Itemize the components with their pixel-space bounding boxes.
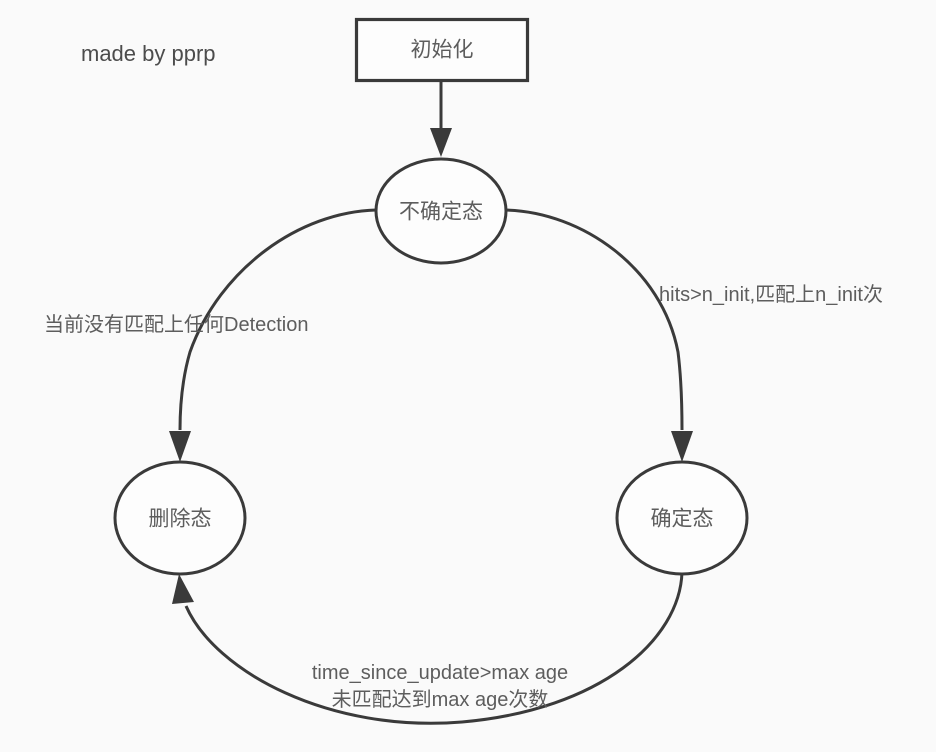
watermark-text: made by pprp [81,41,216,66]
arrowhead-confirmed-to-deleted [172,574,194,604]
edge-label-confirmed-to-deleted-line2: 未匹配达到max age次数 [332,688,549,711]
arrowhead-tentative-to-deleted [169,431,191,462]
edge-tentative-to-confirmed-path [505,208,684,431]
node-init[interactable]: 初始化 [354,17,530,83]
edge-tentative-to-deleted [169,208,377,462]
node-tentative[interactable]: 不确定态 [374,157,508,265]
node-confirmed-label: 确定态 [651,508,714,531]
node-init-label: 初始化 [411,39,474,62]
node-confirmed[interactable]: 确定态 [615,460,749,576]
node-deleted[interactable]: 删除态 [113,460,247,576]
edge-confirmed-to-deleted [172,571,684,725]
node-confirmed-shape[interactable] [615,460,749,576]
edge-init-to-tentative [430,80,452,157]
node-tentative-shape[interactable] [374,157,508,265]
edge-tentative-to-confirmed [505,208,693,462]
edge-label-confirmed-to-deleted-line1: time_since_update>max age [312,662,568,684]
edge-label-tentative-to-confirmed: hits>n_init,匹配上n_init次 [659,283,883,306]
node-init-shape[interactable] [354,17,530,83]
edge-label-tentative-to-deleted: 当前没有匹配上任何Detection [44,313,309,336]
node-deleted-label: 删除态 [149,508,212,531]
node-deleted-shape[interactable] [113,460,247,576]
node-tentative-label: 不确定态 [399,201,483,224]
arrowhead-tentative-to-confirmed [671,431,693,462]
arrowhead-init-to-tentative [430,128,452,157]
edge-tentative-to-deleted-path [178,208,377,431]
edge-confirmed-to-deleted-path [184,571,684,725]
